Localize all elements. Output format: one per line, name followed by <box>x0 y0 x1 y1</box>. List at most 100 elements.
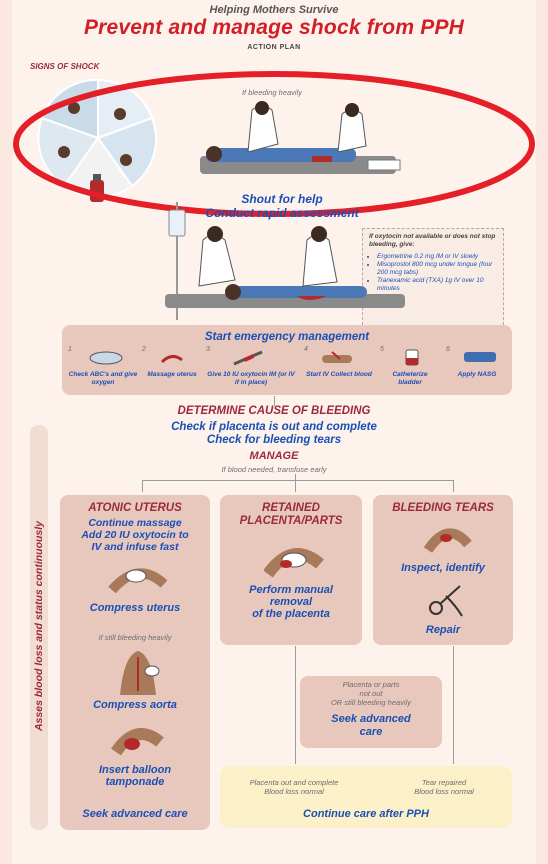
arrow-to-cause <box>274 396 275 406</box>
alt-intro: If oxytocin not available or does not st… <box>369 233 496 248</box>
connector-mid-down <box>295 646 296 764</box>
compress-uterus-figure <box>108 568 168 594</box>
continue-care-label: Continue care after PPH <box>303 808 429 820</box>
emergency-management-panel <box>62 325 512 395</box>
atonic-line-2: Add 20 IU oxytocin to <box>81 529 189 541</box>
manual-line-1: Perform manual <box>249 584 333 596</box>
manual-removal-label: Perform manual removal of the placenta <box>220 584 362 620</box>
balloon-tamponade-label: Insert balloon tamponade <box>60 764 210 788</box>
tear-repaired-line-2: Blood loss normal <box>414 787 474 796</box>
step-nasg: 6 Apply NASG <box>446 346 508 379</box>
connector-right <box>453 646 454 764</box>
repair-label: Repair <box>425 624 461 636</box>
manual-line-2: removal <box>269 596 313 608</box>
step-oxytocin-number: 3 <box>206 346 210 353</box>
not-out-conditions: Placenta or parts not out OR still bleed… <box>300 680 442 707</box>
section-label: ACTION PLAN <box>247 44 301 51</box>
atonic-instructions: Continue massage Add 20 IU oxytocin to I… <box>60 517 210 553</box>
alt-list: Ergometrine 0.2 mg IM or IV slowly Misop… <box>363 253 503 293</box>
step-abc-number: 1 <box>68 346 72 353</box>
continue-care-panel <box>220 766 512 828</box>
determine-cause-title: DETERMINE CAUSE OF BLEEDING <box>177 405 371 417</box>
atonic-line-3: IV and infuse fast <box>91 541 179 553</box>
step-abc-label: Check ABC's and give oxygen <box>68 371 138 386</box>
oxygen-mask-icon <box>89 351 123 365</box>
shout-for-help-line: Shout for help <box>241 192 323 206</box>
urine-bag-icon <box>405 349 419 366</box>
side-label: Asses blood loss and status continuously <box>33 520 45 732</box>
atonic-seek-care: Seek advanced care <box>82 808 188 820</box>
step-massage-number: 2 <box>142 346 146 353</box>
check-tears: Check for bleeding tears <box>206 434 342 446</box>
step-catheter-label: Catheterize bladder <box>392 371 428 386</box>
rapid-assessment-line: Conduct rapid assessment <box>205 206 359 220</box>
iv-arm-icon <box>322 351 352 363</box>
tear-repaired-condition: Tear repaired Blood loss normal <box>384 778 504 796</box>
program-name: Helping Mothers Survive <box>209 4 339 16</box>
alt-item-txa: Tranexamic acid (TXA) 1g IV over 10 minu… <box>377 277 497 293</box>
bleeding-tears-panel <box>373 495 513 645</box>
transfuse-note: If blood needed, transfuse early <box>221 465 327 474</box>
manual-removal-figure <box>264 548 324 578</box>
step-iv: 4 Start IV Collect blood <box>304 346 374 379</box>
step-massage-label: Massage uterus <box>147 371 197 378</box>
step-iv-number: 4 <box>304 346 308 353</box>
not-out-panel <box>300 676 442 748</box>
emergency-illustration <box>165 202 405 320</box>
retained-title-2: PLACENTA/PARTS <box>239 515 343 527</box>
if-bleeding-label: If bleeding heavily <box>241 88 303 97</box>
manage-title: MANAGE <box>249 450 299 462</box>
branch-mid <box>295 474 296 492</box>
alt-item-misoprostol: Misoprostol 800 mcg under tongue (four 2… <box>377 261 497 277</box>
highlight-oval <box>13 71 535 217</box>
oxytocin-alternatives-box: If oxytocin not available or does not st… <box>362 228 504 330</box>
balloon-tamponade-figure <box>111 728 164 756</box>
suture-icon <box>429 585 463 617</box>
check-placenta: Check if placenta is out and complete <box>171 421 377 433</box>
compress-aorta-figure <box>120 651 160 695</box>
not-out-line-3: OR still bleeding heavily <box>330 698 412 707</box>
step-nasg-number: 6 <box>446 346 450 353</box>
still-bleeding-label: If still bleeding heavily <box>98 633 172 642</box>
not-out-line-1: Placenta or parts <box>342 680 400 689</box>
syringe-icon <box>233 350 263 366</box>
emergency-management-title: Start emergency management <box>204 331 370 343</box>
branch-left <box>142 480 143 492</box>
shout-for-help: Shout for help Conduct rapid assessment <box>182 192 382 220</box>
compress-uterus-label: Compress uterus <box>89 602 181 614</box>
compress-aorta-label: Compress aorta <box>93 699 177 711</box>
branch-line <box>142 480 454 481</box>
manual-line-3: of the placenta <box>252 608 330 620</box>
step-catheter: 5 Catheterize bladder <box>380 346 440 386</box>
retained-placenta-title: RETAINED PLACENTA/PARTS <box>220 502 362 528</box>
step-abc: 1 Check ABC's and give oxygen <box>68 346 138 386</box>
assessment-illustration <box>200 101 401 174</box>
page-title: Prevent and manage shock from PPH <box>83 16 465 39</box>
atonic-uterus-title: ATONIC UTERUS <box>88 502 182 514</box>
step-oxytocin-label: Give 10 IU oxytocin IM (or IV if in plac… <box>207 371 295 386</box>
atonic-line-1: Continue massage <box>88 517 182 529</box>
signs-of-shock-label: SIGNS OF SHOCK <box>30 62 100 71</box>
placenta-out-line-2: Blood loss normal <box>264 787 324 796</box>
step-nasg-label: Apply NASG <box>457 371 497 378</box>
bleeding-tears-title: BLEEDING TEARS <box>392 502 494 514</box>
step-iv-label: Start IV Collect blood <box>306 371 372 378</box>
tear-repaired-line-1: Tear repaired <box>421 778 467 787</box>
not-out-seek-2: care <box>359 726 383 738</box>
emergency-steps: 1 Check ABC's and give oxygen 2 Massage … <box>68 346 508 392</box>
placenta-out-line-1: Placenta out and complete <box>249 778 339 787</box>
alt-item-ergometrine: Ergometrine 0.2 mg IM or IV slowly <box>377 253 497 261</box>
retained-title-1: RETAINED <box>262 502 320 514</box>
side-label-strip <box>30 425 48 830</box>
nasg-garment-icon <box>464 352 496 362</box>
retained-placenta-panel <box>220 495 362 645</box>
placenta-out-condition: Placenta out and complete Blood loss nor… <box>224 778 364 796</box>
inspect-label: Inspect, identify <box>401 562 485 574</box>
cause-checks: Check if placenta is out and complete Ch… <box>12 421 536 447</box>
step-oxytocin: 3 Give 10 IU oxytocin IM (or IV if in pl… <box>206 346 296 386</box>
branch-right <box>453 480 454 492</box>
balloon-line-2: tamponade <box>105 776 165 788</box>
poster: Helping Mothers Survive Prevent and mana… <box>12 0 536 864</box>
not-out-seek-1: Seek advanced <box>331 713 411 725</box>
